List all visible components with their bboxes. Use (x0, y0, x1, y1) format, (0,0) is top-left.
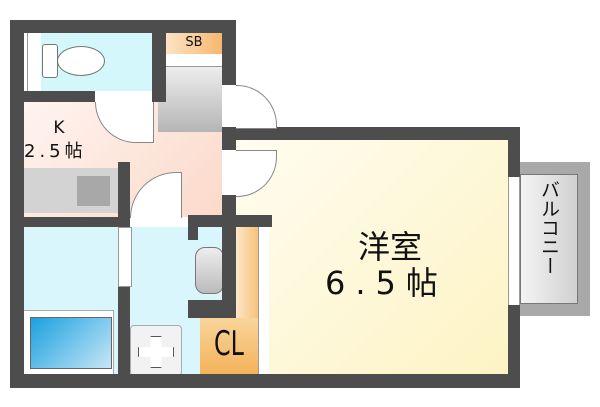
wall (24, 217, 130, 227)
wall (10, 374, 520, 388)
wall (508, 127, 520, 177)
wall (222, 127, 520, 140)
kitchen-label: K (53, 118, 65, 138)
wall (222, 227, 236, 318)
shoe-box-label: SB (185, 35, 203, 50)
western-room-size-label: 6.5帖 (325, 264, 448, 302)
shoe-box (166, 33, 222, 54)
wall (118, 285, 130, 374)
wall (188, 215, 198, 240)
wall (10, 20, 236, 33)
wall (222, 20, 236, 85)
wall (222, 140, 236, 150)
balcony-label: バルコニー (538, 180, 560, 275)
closet (200, 318, 258, 374)
wall (188, 300, 236, 318)
closet-door[interactable] (258, 227, 269, 374)
toilet-icon (42, 44, 58, 78)
wall (10, 20, 24, 388)
bathtub-basin (30, 317, 112, 369)
western-room (236, 140, 508, 374)
toilet-bowl-icon (57, 46, 105, 76)
toilet-door[interactable] (24, 33, 28, 91)
storage-door[interactable] (166, 54, 222, 67)
wall (188, 215, 272, 227)
entrance-door[interactable] (236, 85, 277, 129)
wall (24, 91, 95, 102)
western-room-label: 洋室 (357, 228, 422, 266)
wash-basin-icon (195, 247, 224, 294)
wall (508, 305, 520, 388)
wall (222, 195, 236, 215)
kitchen-size-label: 2.5帖 (24, 141, 87, 162)
closet-label: CL (214, 324, 244, 364)
stove-icon (77, 176, 110, 206)
balcony-floor (520, 174, 578, 304)
bathroom-door[interactable] (118, 227, 132, 287)
storage-closet (158, 66, 222, 132)
balcony-window[interactable] (508, 177, 520, 305)
wall (118, 162, 130, 227)
wall (152, 33, 166, 102)
